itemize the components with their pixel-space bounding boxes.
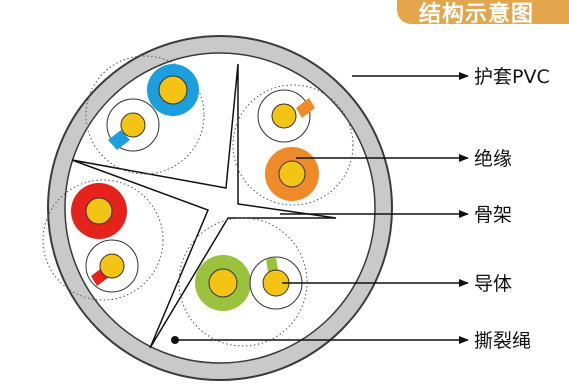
white-red-conductor [99,253,125,279]
orange-stripe [296,98,315,118]
label-separator: 骨架 [474,204,512,226]
red-conductor [85,197,113,225]
green-conductor [208,268,238,298]
green-stripe [266,257,278,272]
blue-stripe [108,130,130,150]
orange-conductor [278,160,306,188]
pair-orange-outline [232,84,354,206]
cross-separator [71,63,337,349]
header-badge: 结构示意图 [397,0,569,27]
label-insulation: 绝缘 [474,148,512,170]
white-orange-conductor [271,103,297,129]
header-badge-text: 结构示意图 [419,2,535,27]
pair-blue-outline [85,55,205,175]
pair-red-outline [42,179,164,301]
label-jacket: 护套PVC [474,66,550,88]
label-conductor: 导体 [474,273,512,295]
white-blue-conductor [120,112,146,138]
blue-conductor [158,75,188,105]
pair-green-outline [178,217,308,347]
label-ripcord: 撕裂绳 [474,330,531,352]
